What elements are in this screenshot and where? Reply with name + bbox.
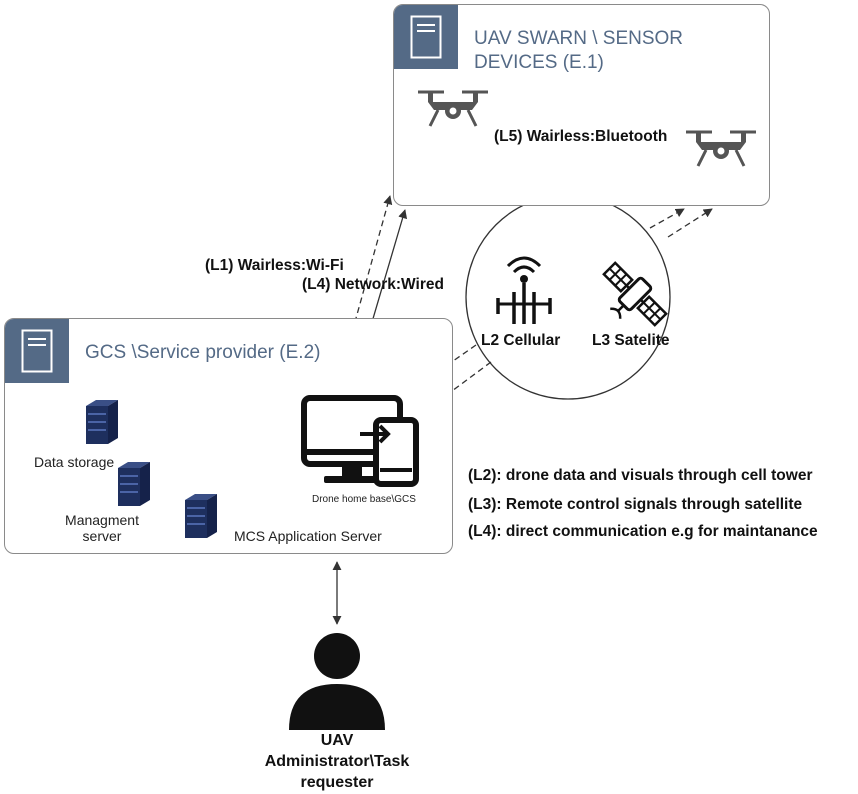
server-icon [86, 400, 118, 444]
computer-icon [301, 395, 419, 487]
cellular-label: L2 Cellular [481, 332, 561, 349]
sat-to-uav-link [667, 208, 713, 238]
note-l4: (L4): direct communication e.g for maint… [468, 523, 818, 540]
user-icon [289, 633, 385, 730]
cell-tower-icon [496, 256, 552, 324]
data-storage-label: Data storage [34, 454, 115, 470]
wired-label: (L4) Network:Wired [302, 276, 444, 293]
uav-box-title: UAV SWARN \ SENSOR DEVICES (E.1) [474, 28, 684, 73]
note-l2: (L2): drone data and visuals through cel… [468, 467, 813, 484]
admin-label: UAV Administrator\Task requester [264, 732, 410, 791]
server-icon [185, 494, 217, 538]
drone-icon [686, 130, 756, 167]
note-l3: (L3): Remote control signals through sat… [468, 496, 803, 513]
satellite-icon [602, 261, 668, 327]
satellite-label: L3 Satelite [592, 332, 670, 349]
gcs-device-label: Drone home base\GCS [312, 494, 416, 505]
drone-icon [418, 90, 488, 127]
server-icon [118, 462, 150, 506]
sat-to-gcs-link [416, 361, 492, 418]
document-icon [21, 329, 53, 373]
document-icon [410, 15, 442, 59]
mcs-server-label: MCS Application Server [234, 528, 382, 544]
uav-box-header [394, 5, 458, 69]
cell-to-uav-link [649, 208, 685, 229]
bluetooth-label: (L5) Wairless:Bluetooth [494, 128, 668, 145]
gcs-box-title: GCS \Service provider (E.2) [85, 342, 321, 363]
management-server-label: Managment server [65, 512, 139, 544]
wifi-label: (L1) Wairless:Wi-Fi [205, 257, 344, 274]
gcs-box-header [5, 319, 69, 383]
